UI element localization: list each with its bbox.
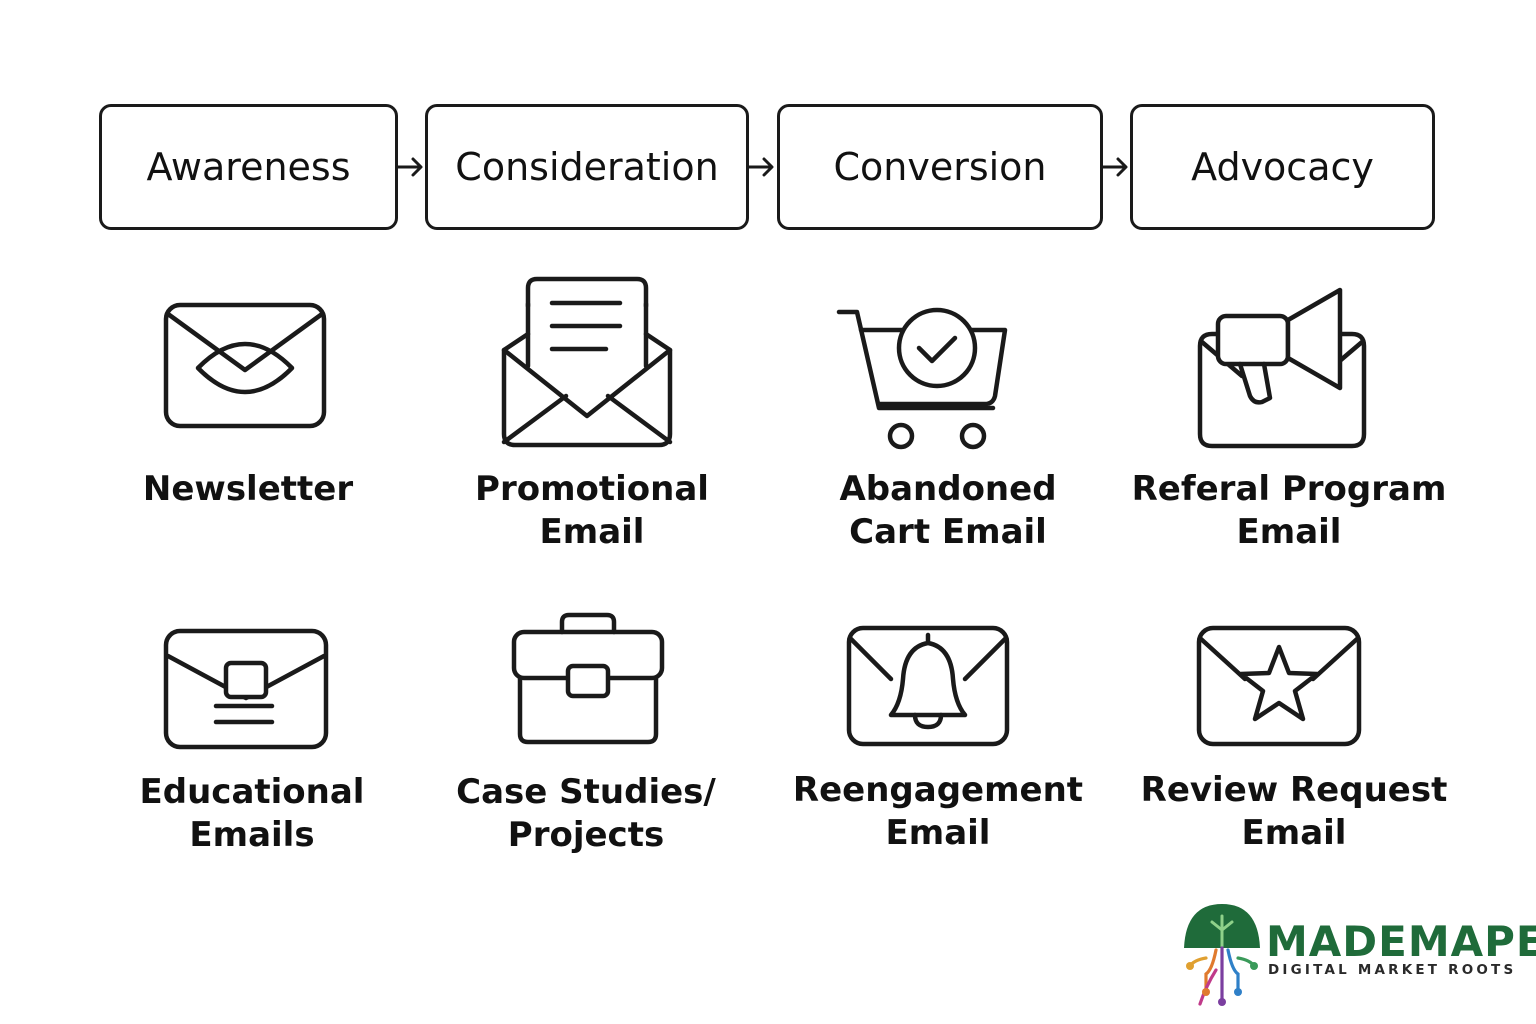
email-type-label: Abandoned Cart Email	[788, 468, 1108, 554]
brand-name: MADEMAPE	[1266, 917, 1536, 966]
label-line: Email	[1236, 512, 1342, 552]
stage-advocacy: Advocacy	[1130, 104, 1435, 230]
brand-tagline: DIGITAL MARKET ROOTS	[1268, 962, 1517, 978]
email-type-label: Case Studies/ Projects	[426, 771, 746, 857]
label-line: Reengagement	[792, 770, 1084, 810]
tree-roots-logo-icon	[1184, 904, 1260, 1006]
arrow-icon	[398, 157, 423, 177]
stage-consideration: Consideration	[425, 104, 749, 230]
email-type-label: Reengagement Email	[778, 769, 1098, 855]
stage-label: Awareness	[146, 145, 351, 189]
email-type-label: Newsletter	[88, 468, 408, 511]
briefcase-icon	[511, 612, 665, 745]
stage-label: Consideration	[455, 145, 719, 189]
label-line: Case Studies/	[456, 772, 716, 812]
stage-label: Advocacy	[1191, 145, 1374, 189]
label-line: Abandoned	[839, 469, 1057, 509]
label-line: Cart Email	[849, 512, 1047, 552]
label-line: Promotional	[475, 469, 709, 509]
stage-label: Conversion	[833, 145, 1047, 189]
label-line: Educational	[139, 772, 365, 812]
envelope-eye-icon	[163, 302, 327, 429]
envelope-star-icon	[1196, 625, 1362, 747]
arrow-icon	[749, 157, 774, 177]
label-line: Email	[1241, 813, 1347, 853]
email-type-label: Promotional Email	[432, 468, 752, 554]
label-line: Email	[539, 512, 645, 552]
email-type-label: Referal Program Email	[1129, 468, 1449, 554]
envelope-document-icon	[163, 628, 329, 750]
stage-conversion: Conversion	[777, 104, 1103, 230]
stage-awareness: Awareness	[99, 104, 398, 230]
arrow-icon	[1103, 157, 1128, 177]
envelope-megaphone-icon	[1197, 287, 1367, 449]
label-line: Newsletter	[142, 469, 354, 509]
label-line: Projects	[507, 815, 665, 855]
email-type-label: Educational Emails	[92, 771, 412, 857]
label-line: Emails	[189, 815, 315, 855]
shopping-cart-check-icon	[836, 307, 1008, 450]
envelope-bell-icon	[846, 625, 1010, 747]
label-line: Review Request	[1140, 770, 1448, 810]
label-line: Referal Program	[1131, 469, 1447, 509]
label-line: Email	[885, 813, 991, 853]
open-envelope-letter-icon	[501, 276, 673, 448]
email-type-label: Review Request Email	[1134, 769, 1454, 855]
